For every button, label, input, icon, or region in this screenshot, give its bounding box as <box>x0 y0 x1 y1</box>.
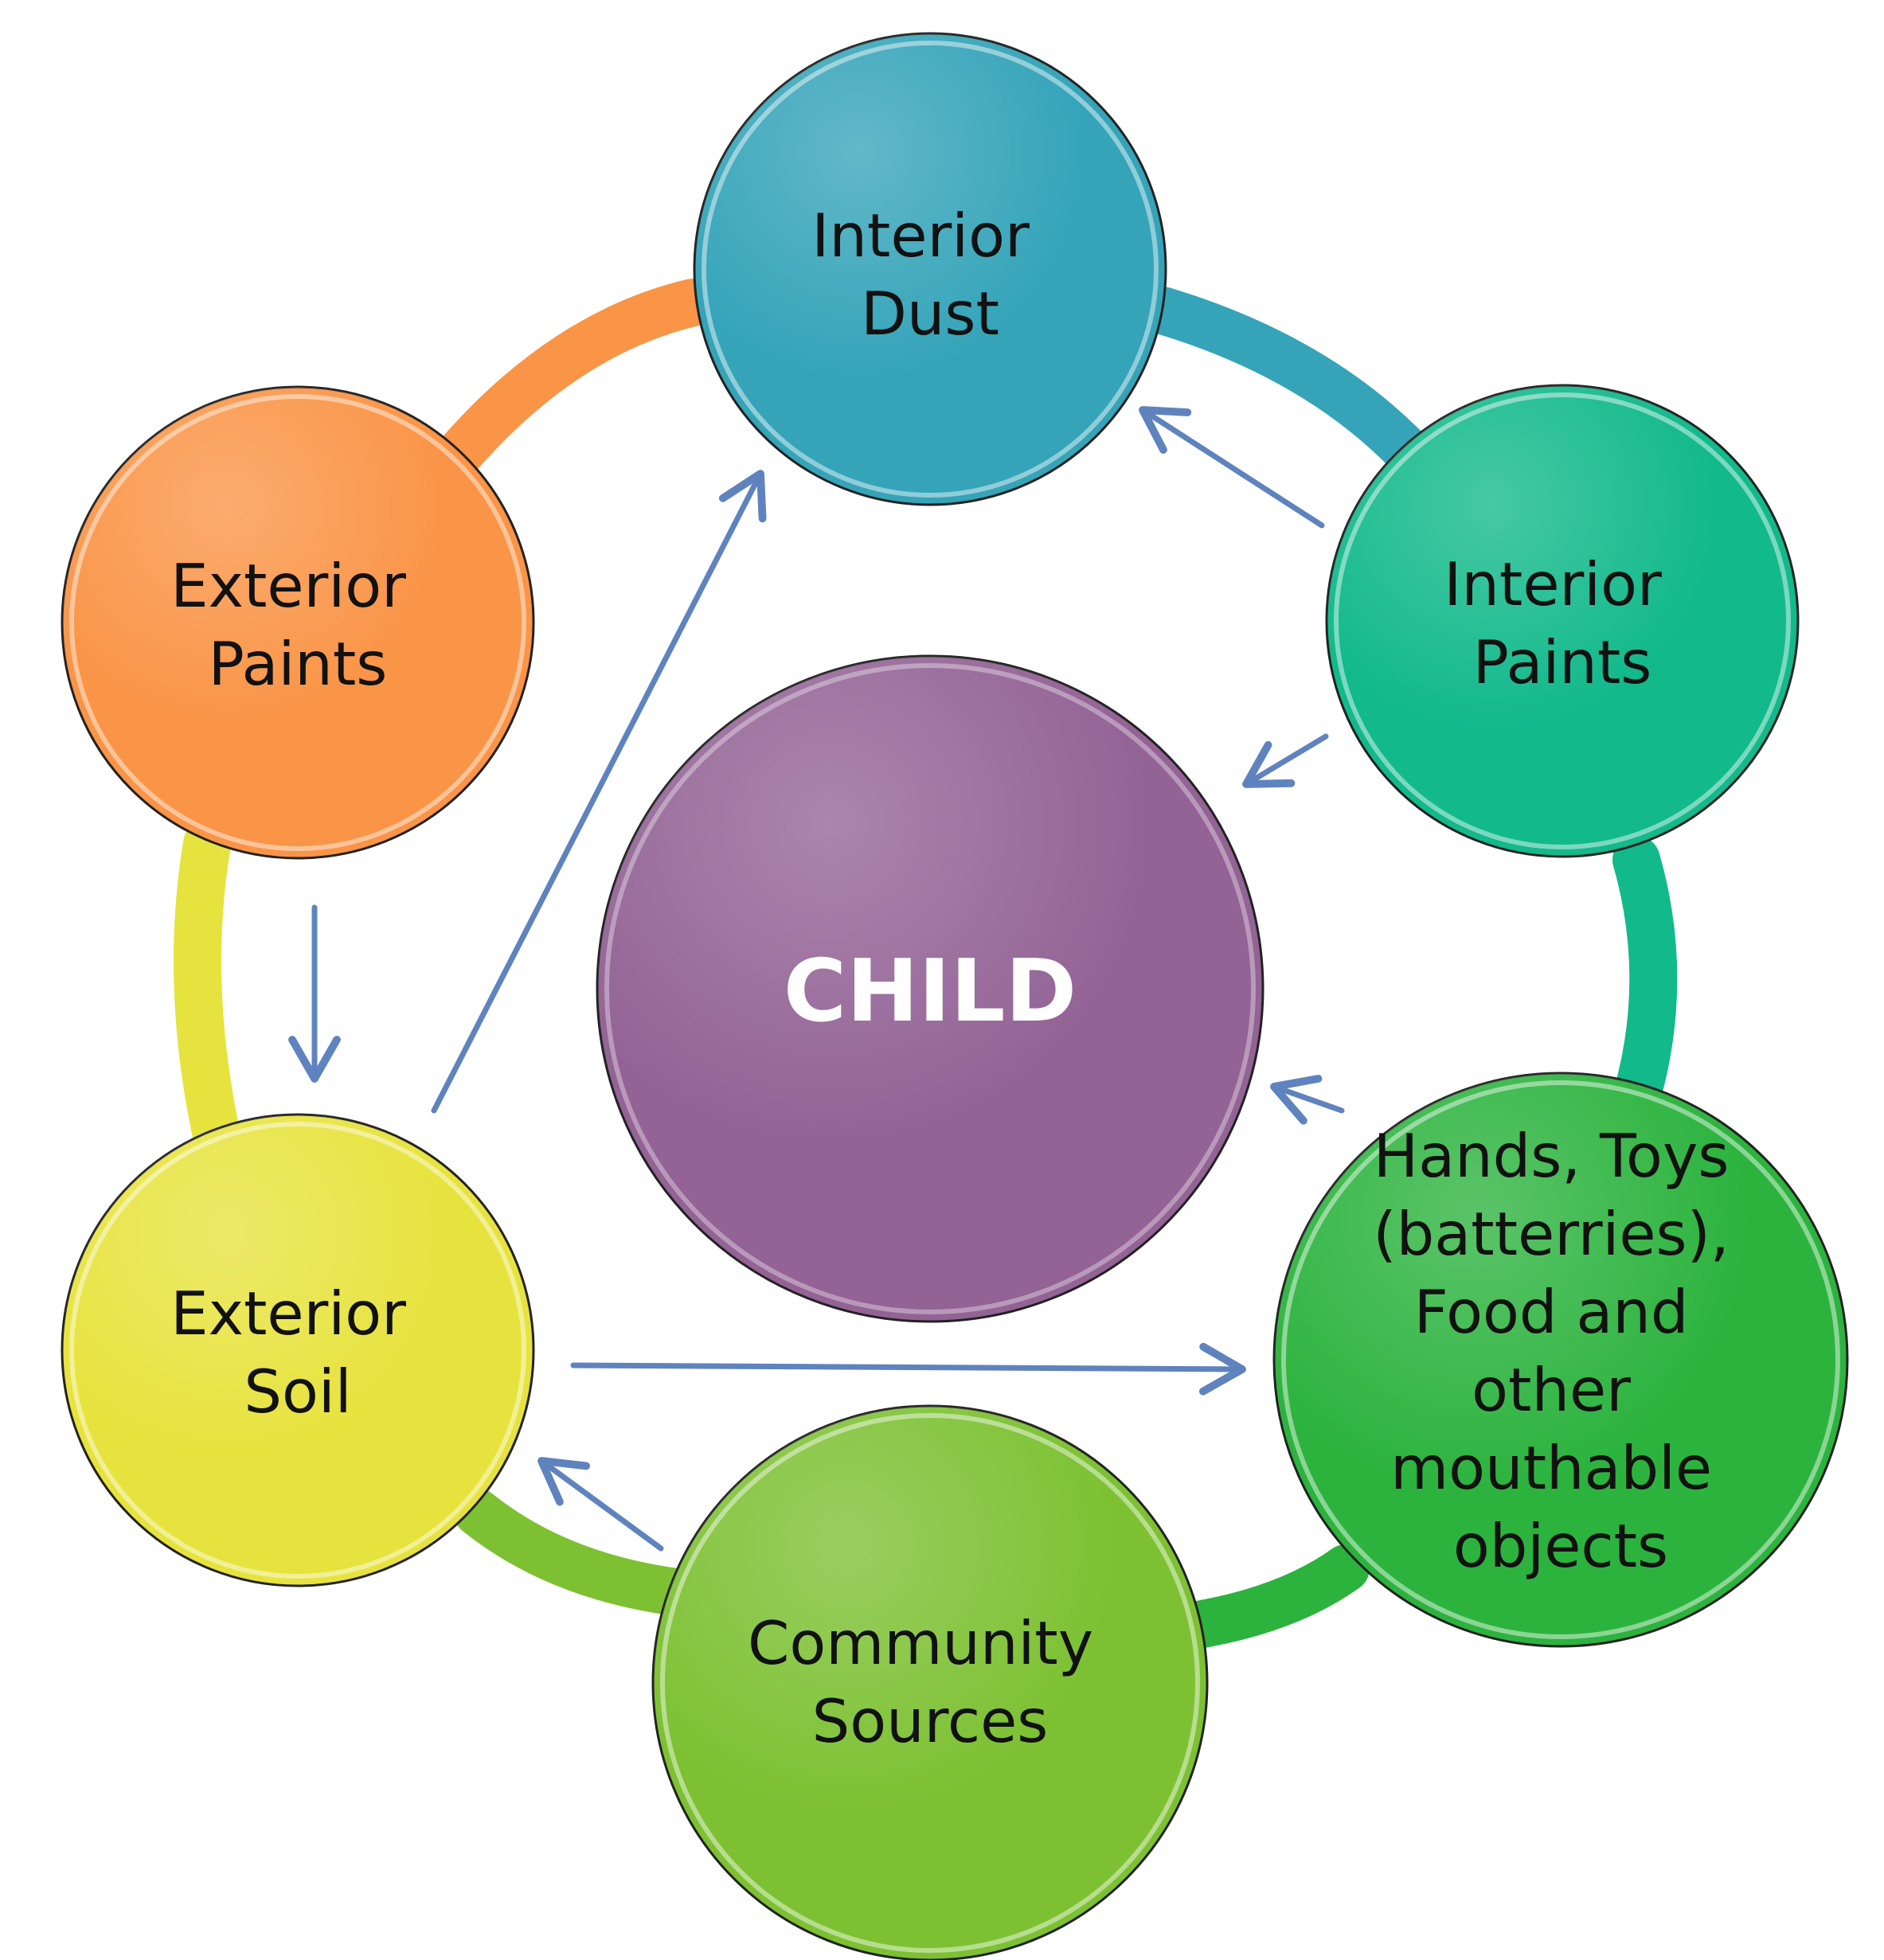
node-interior-dust-line-2: Dust <box>861 279 999 349</box>
ring-segment-dust-to-interior-paints <box>1139 287 1441 486</box>
node-community-sources-line-1: Community <box>748 1608 1093 1678</box>
svg-text:Hands, Toys (batterries): Hands, Toys (batterries), Food and other… <box>1373 1121 1748 1581</box>
ring-segment-community-to-soil <box>454 1489 701 1616</box>
node-exterior-soil: Exterior Soil <box>61 1113 535 1587</box>
node-interior-paints-line-1: Interior <box>1444 549 1662 619</box>
node-exterior-soil-line-2: Soil <box>244 1357 351 1427</box>
arrow-hands-to-child <box>1270 1075 1345 1125</box>
node-community-sources-line-2: Sources <box>812 1686 1049 1756</box>
node-hands-line-3: Food and <box>1414 1277 1689 1347</box>
ring-segment-hands-to-community <box>1178 1544 1370 1648</box>
arrow-community-to-soil <box>537 1457 664 1552</box>
node-child: CHILD <box>596 654 1264 1323</box>
node-interior-paints-line-2: Paints <box>1473 627 1652 697</box>
node-exterior-soil-line-1: Exterior <box>170 1279 406 1349</box>
ring-segment-soil-to-exterior-paints <box>174 820 243 1170</box>
node-hands-line-6: objects <box>1453 1511 1668 1581</box>
node-interior-paints: Interior Paints <box>1325 384 1800 858</box>
node-interior-dust: Interior Dust <box>693 32 1167 506</box>
svg-text:Interior Paints: Interior Paints <box>1444 549 1680 697</box>
node-hands-line-2: (batterries), <box>1373 1199 1729 1269</box>
arrow-interior-paints-to-child <box>1242 733 1329 788</box>
ring-segment-interior-paints-to-hands <box>1612 836 1678 1107</box>
arrow-soil-to-dust <box>431 470 767 1114</box>
node-interior-dust-line-1: Interior <box>811 201 1030 271</box>
node-community-sources: Community Sources <box>651 1404 1209 1960</box>
cycle-ring <box>174 279 1678 1648</box>
node-hands-toys-food: Hands, Toys (batterries), Food and other… <box>1272 1072 1849 1648</box>
svg-text:Exterior Paints: Exterior Paints <box>170 551 425 699</box>
arrow-soil-to-hands <box>570 1342 1246 1396</box>
child-label: CHILD <box>784 942 1077 1041</box>
arrows <box>288 406 1345 1552</box>
ring-segment-exterior-paints-to-dust <box>422 279 717 494</box>
arrow-interior-paints-to-dust <box>1139 406 1325 529</box>
node-exterior-paints-line-2: Paints <box>209 629 388 699</box>
node-exterior-paints: Exterior Paints <box>61 385 535 860</box>
svg-text:Community Sources: Community Sources <box>748 1608 1112 1756</box>
node-exterior-paints-line-1: Exterior <box>170 551 406 621</box>
node-hands-line-5: mouthable <box>1390 1433 1712 1503</box>
node-hands-line-4: other <box>1472 1355 1631 1425</box>
svg-text:Interior Dust: Interior Dust <box>811 201 1048 349</box>
svg-text:Exterior Soil: Exterior Soil <box>170 1279 425 1427</box>
node-hands-line-1: Hands, Toys <box>1374 1121 1730 1191</box>
